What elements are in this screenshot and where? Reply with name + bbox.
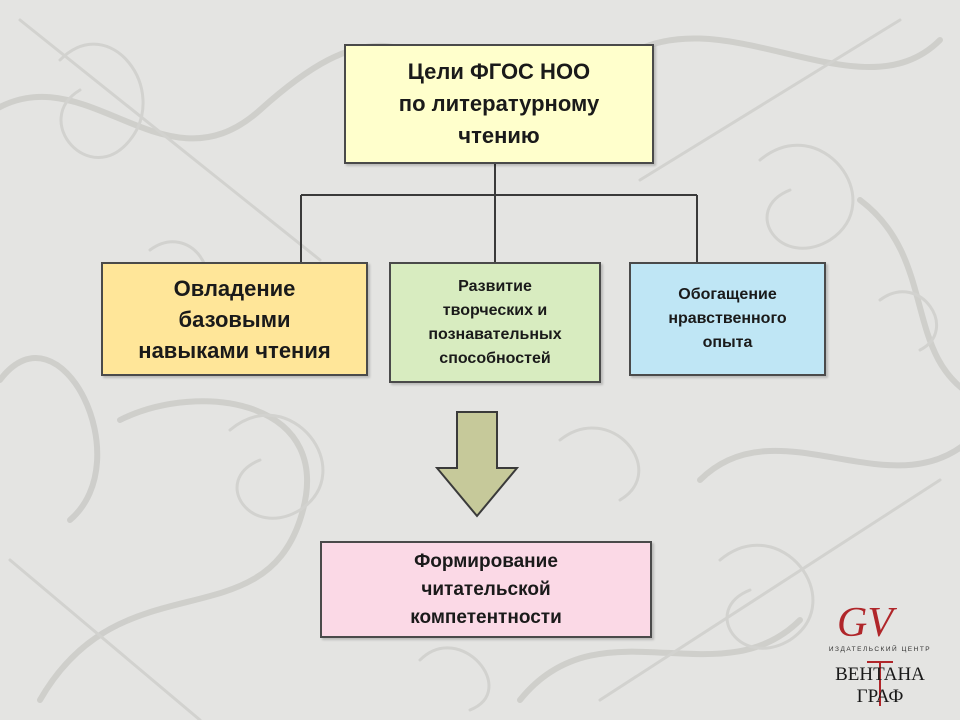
goal-box: Цели ФГОС НОО по литературному чтению [344,44,654,164]
logo-line1: ВЕНТАНА [835,664,925,685]
outcome-reading-skills: Овладение базовыми навыками чтения [101,262,368,376]
outcome-creative-abilities-label: Развитие творческих и познавательных спо… [428,277,562,367]
logo-line2: ГРАФ [857,686,904,707]
publisher-logo: GV ИЗДАТЕЛЬСКИЙ ЦЕНТР ВЕНТАНА ГРАФ [829,600,931,707]
outcome-moral-experience-label: Обогащение нравственного опыта [668,286,787,351]
outcome-creative-abilities: Развитие творческих и познавательных спо… [389,262,601,383]
result-label: Формирование читательской компетентности [410,550,562,628]
goal-title: Цели ФГОС НОО по литературному чтению [398,59,600,148]
outcome-moral-experience: Обогащение нравственного опыта [629,262,826,376]
result-box: Формирование читательской компетентности [320,541,652,638]
outcome-reading-skills-label: Овладение базовыми навыками чтения [138,275,331,363]
logo-tagline: ИЗДАТЕЛЬСКИЙ ЦЕНТР [829,644,931,653]
logo-monogram: GV [837,600,897,646]
down-arrow-icon [435,411,519,518]
